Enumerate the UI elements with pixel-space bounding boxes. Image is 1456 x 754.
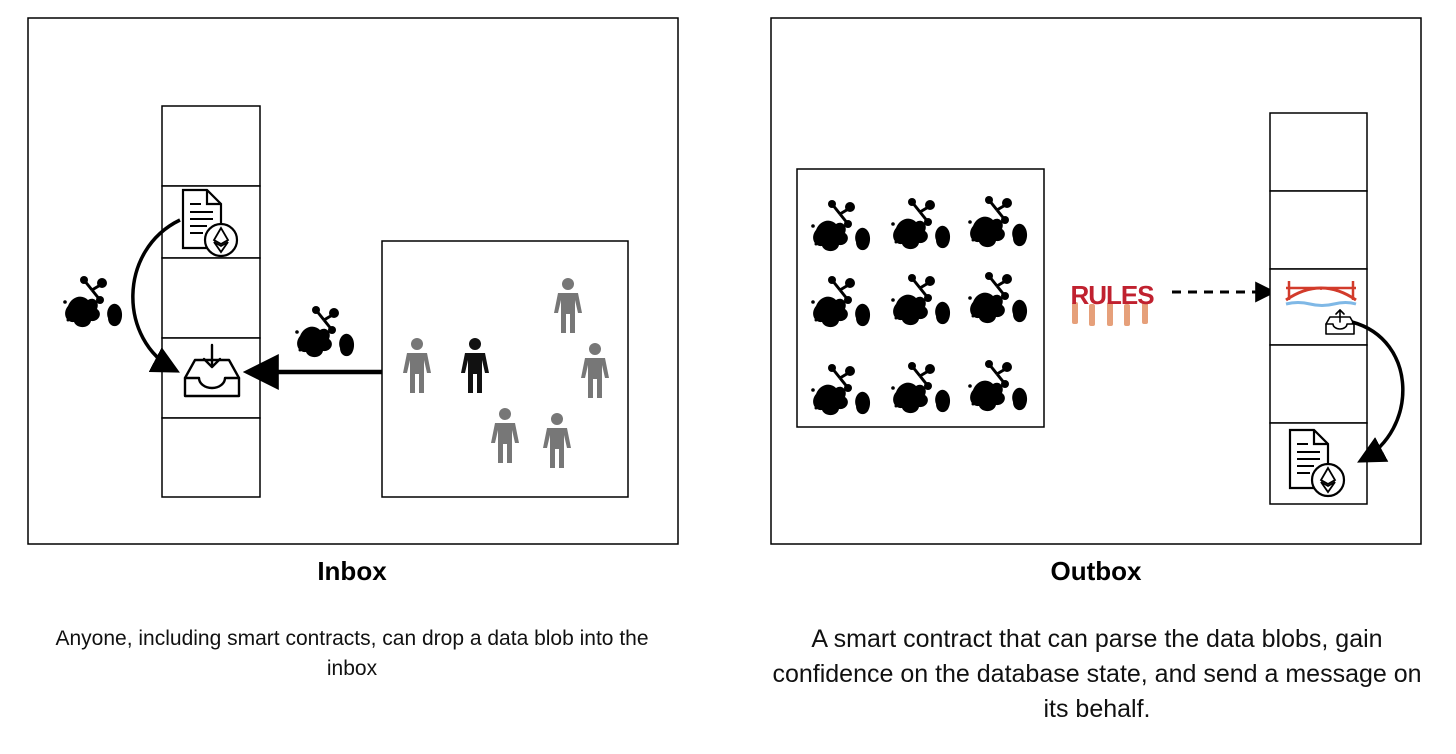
rules-sign-icon: RULES	[1070, 280, 1155, 326]
bridge-to-doc-arrow	[1351, 320, 1405, 463]
outbox-title: Outbox	[1050, 556, 1142, 586]
outbox-block-column	[1269, 112, 1368, 505]
block-cell	[161, 257, 261, 339]
bridge-icon	[1285, 281, 1357, 307]
doc-to-inbox-arrow	[131, 218, 181, 373]
inbox-tray-icon	[183, 343, 241, 398]
outbox-caption: A smart contract that can parse the data…	[772, 625, 1422, 723]
inbox-caption: Anyone, including smart contracts, can d…	[55, 627, 649, 680]
block-cell	[1269, 344, 1368, 424]
inbox-title: Inbox	[317, 556, 387, 586]
svg-text:RULES: RULES	[1070, 280, 1154, 310]
block-cell	[161, 105, 261, 187]
inbox-panel	[27, 17, 679, 545]
block-cell	[161, 417, 261, 498]
outbox-panel: RULES	[770, 17, 1422, 545]
block-cell	[1269, 190, 1368, 270]
inbox-block-column	[161, 105, 261, 498]
block-cell	[1269, 112, 1368, 192]
